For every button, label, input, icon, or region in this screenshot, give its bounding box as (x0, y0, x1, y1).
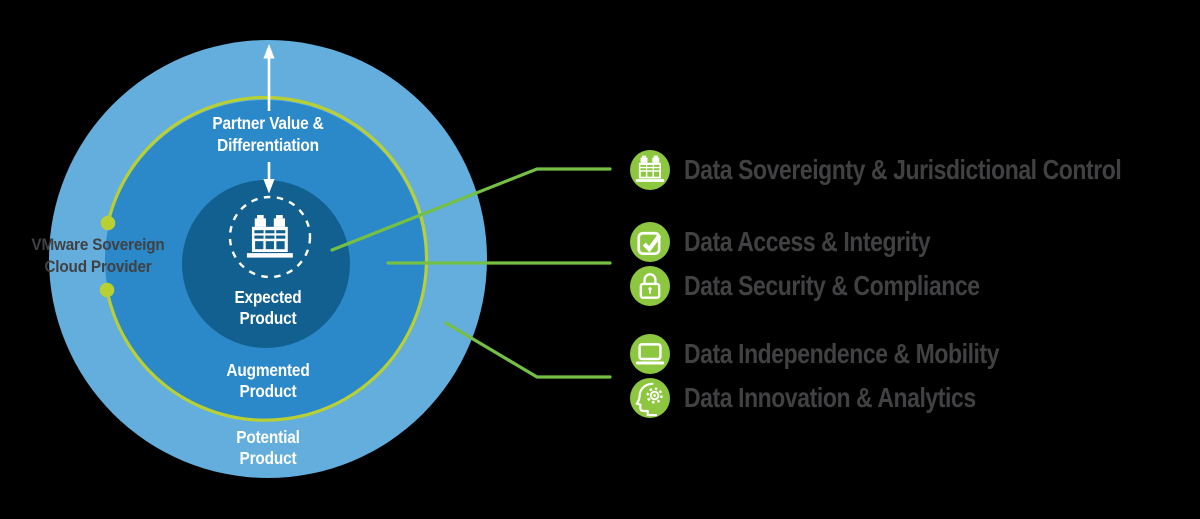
legend-label: Data Access & Integrity (684, 226, 931, 257)
legend-row-independence: Data Independence & Mobility (630, 334, 1068, 374)
expected-product-dashed-ring (228, 195, 312, 279)
legend-row-innovation: Data Innovation & Analytics (630, 378, 1040, 418)
provider-label: VMware Sovereign Cloud Provider (31, 235, 165, 276)
augmented-product-label: Augmented Product (226, 360, 310, 401)
expected-product-label: Expected Product (234, 287, 302, 328)
connector-line-independence-innovation (444, 321, 612, 379)
partner-value-arrow (263, 44, 275, 194)
arc-endpoint-dot-bottom (99, 282, 115, 298)
legend-label: Data Security & Compliance (684, 270, 980, 301)
arrow-up-head-icon (263, 44, 275, 59)
checkbox-check-icon (630, 222, 670, 262)
arc-endpoint-dot-top (100, 215, 116, 231)
lock-icon (630, 266, 670, 306)
legend-row-sovereignty: Data Sovereignty & Jurisdictional Contro… (630, 150, 1200, 190)
laptop-icon (630, 334, 670, 374)
legend-row-access: Data Access & Integrity (630, 222, 984, 262)
connector-line-sovereignty (330, 167, 612, 252)
accent-arc (105, 95, 429, 422)
legend-label: Data Independence & Mobility (684, 338, 1000, 369)
potential-product-label: Potential Product (236, 427, 300, 468)
arrow-down-head-icon (263, 179, 275, 194)
legend-label: Data Innovation & Analytics (684, 382, 976, 413)
legend-label: Data Sovereignty & Jurisdictional Contro… (684, 154, 1122, 185)
partner-value-label: Partner Value & Differentiation (212, 113, 324, 155)
building-icon (630, 150, 670, 190)
head-gear-icon (630, 378, 670, 418)
legend-row-security: Data Security & Compliance (630, 266, 1044, 306)
